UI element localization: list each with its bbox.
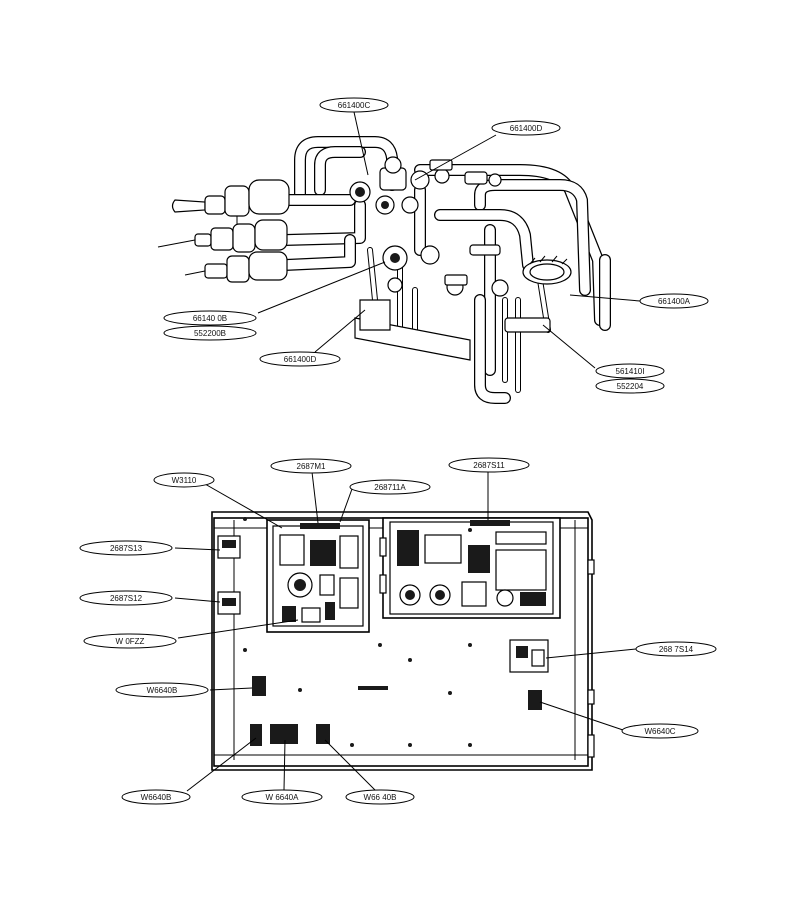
svg-text:2687S11: 2687S11 [473,461,505,470]
callout-w6640a: W 6640A [241,789,323,805]
callout-w6640b-left: W6640B [115,682,209,698]
sub-board [509,639,549,673]
svg-text:661400A: 661400A [658,297,691,306]
svg-text:2687S13: 2687S13 [110,544,143,553]
svg-text:W66 40B: W66 40B [364,793,397,802]
piping-assembly [157,136,611,404]
sensor-tube-upper [171,179,290,226]
callout-2687s14: 268 7S14 [635,641,717,657]
callout-2687s13: 2687S13 [79,540,173,556]
side-board-lower [217,591,241,615]
valve-cluster [349,156,551,333]
svg-text:W6640B: W6640B [147,686,178,695]
callout-w6640b-right: W66 40B [345,789,415,805]
callout-661400d-top: 661400D [491,120,561,136]
main-control-board [266,519,370,633]
callout-561410i: 561410I [595,363,665,379]
svg-text:W3110: W3110 [172,476,197,485]
svg-text:268711A: 268711A [374,483,406,492]
svg-text:2687S12: 2687S12 [110,594,143,603]
callout-268711a: 268711A [349,479,431,495]
top-leader-lines [257,111,641,369]
terminal-block-right [528,690,542,710]
callout-661400d-bottom: 661400D [259,351,341,367]
svg-text:661400D: 661400D [510,124,543,133]
callout-w6640b-bottom: W6640B [121,789,191,805]
callout-2687s12: 2687S12 [79,590,173,606]
callout-w0fzz: W 0FZZ [83,633,177,649]
svg-text:561410I: 561410I [616,367,645,376]
sensor-tube-middle [157,219,288,253]
svg-text:661400D: 661400D [284,355,317,364]
terminal-block-bottom-3 [316,724,330,744]
svg-text:268 7S14: 268 7S14 [659,645,694,654]
svg-text:552204: 552204 [617,382,644,391]
inverter-board [379,517,561,619]
callout-661400a: 661400A [639,293,709,309]
terminal-block-left [252,676,266,696]
terminal-block-bottom-2 [270,724,298,744]
callout-w3110: W3110 [153,472,215,488]
callout-552200b: 552200B [163,325,257,341]
svg-text:2687M1: 2687M1 [297,462,326,471]
svg-text:66140 0B: 66140 0B [193,314,227,323]
svg-text:W6640C: W6640C [644,727,675,736]
svg-text:W6640B: W6640B [141,793,172,802]
terminal-block-bottom-1 [250,724,262,746]
side-board-upper [217,535,241,559]
callout-2687m1: 2687M1 [270,458,352,474]
control-box [211,511,595,771]
svg-text:W 0FZZ: W 0FZZ [116,637,145,646]
sensor-tube-lower [184,251,288,283]
bottom-leader-lines [174,471,637,792]
svg-text:552200B: 552200B [194,329,226,338]
callout-w6640c: W6640C [621,723,699,739]
svg-text:W 6640A: W 6640A [266,793,300,802]
callout-552204: 552204 [595,378,665,394]
callout-661400b: 66140 0B [163,310,257,326]
mounting-holes [243,517,472,747]
coil-clamp [522,255,572,285]
callout-2687s11: 2687S11 [448,457,530,473]
callout-661400c: 661400C [319,97,389,113]
svg-text:661400C: 661400C [338,101,371,110]
